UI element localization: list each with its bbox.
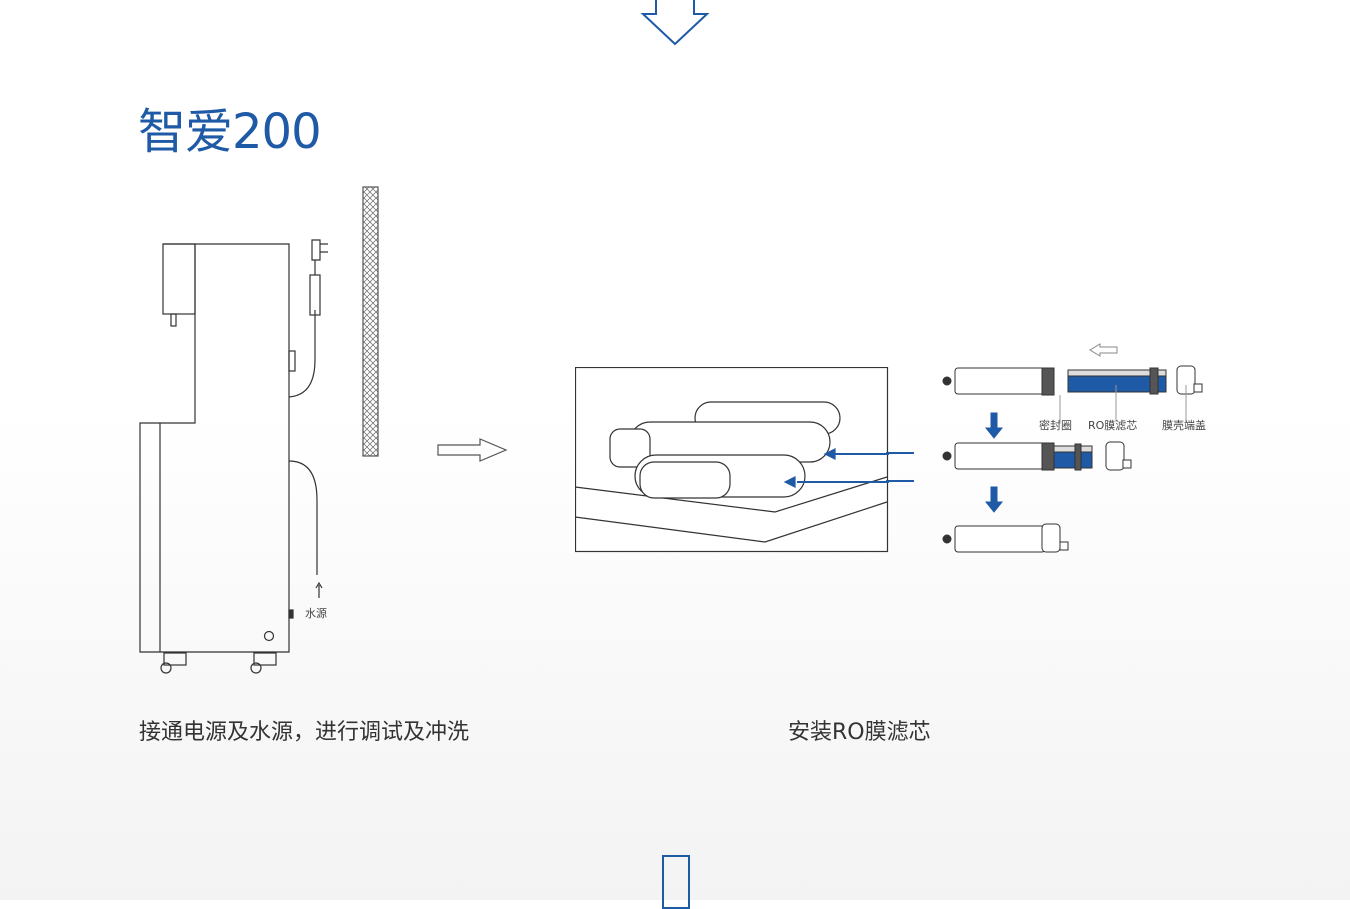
caster-wheel-icon — [250, 652, 277, 674]
filter-housing-illustration — [575, 367, 889, 553]
ro-installation-steps-illustration — [942, 343, 1203, 553]
right-arrow-icon — [437, 438, 508, 462]
machine-side-view-illustration — [139, 186, 379, 674]
water-source-label: 水源 — [305, 607, 327, 620]
page-title: 智爱200 — [138, 104, 322, 160]
caster-wheel-icon — [160, 652, 187, 674]
end-cap-label: 膜壳端盖 — [1162, 419, 1206, 432]
left-caption: 接通电源及水源，进行调试及冲洗 — [139, 720, 470, 745]
down-arrow-icon — [662, 855, 690, 909]
seal-ring-label: 密封圈 — [1039, 419, 1072, 432]
right-caption: 安装RO膜滤芯 — [788, 720, 931, 745]
ro-membrane-label: RO膜滤芯 — [1088, 419, 1138, 432]
down-arrow-icon — [640, 0, 710, 46]
